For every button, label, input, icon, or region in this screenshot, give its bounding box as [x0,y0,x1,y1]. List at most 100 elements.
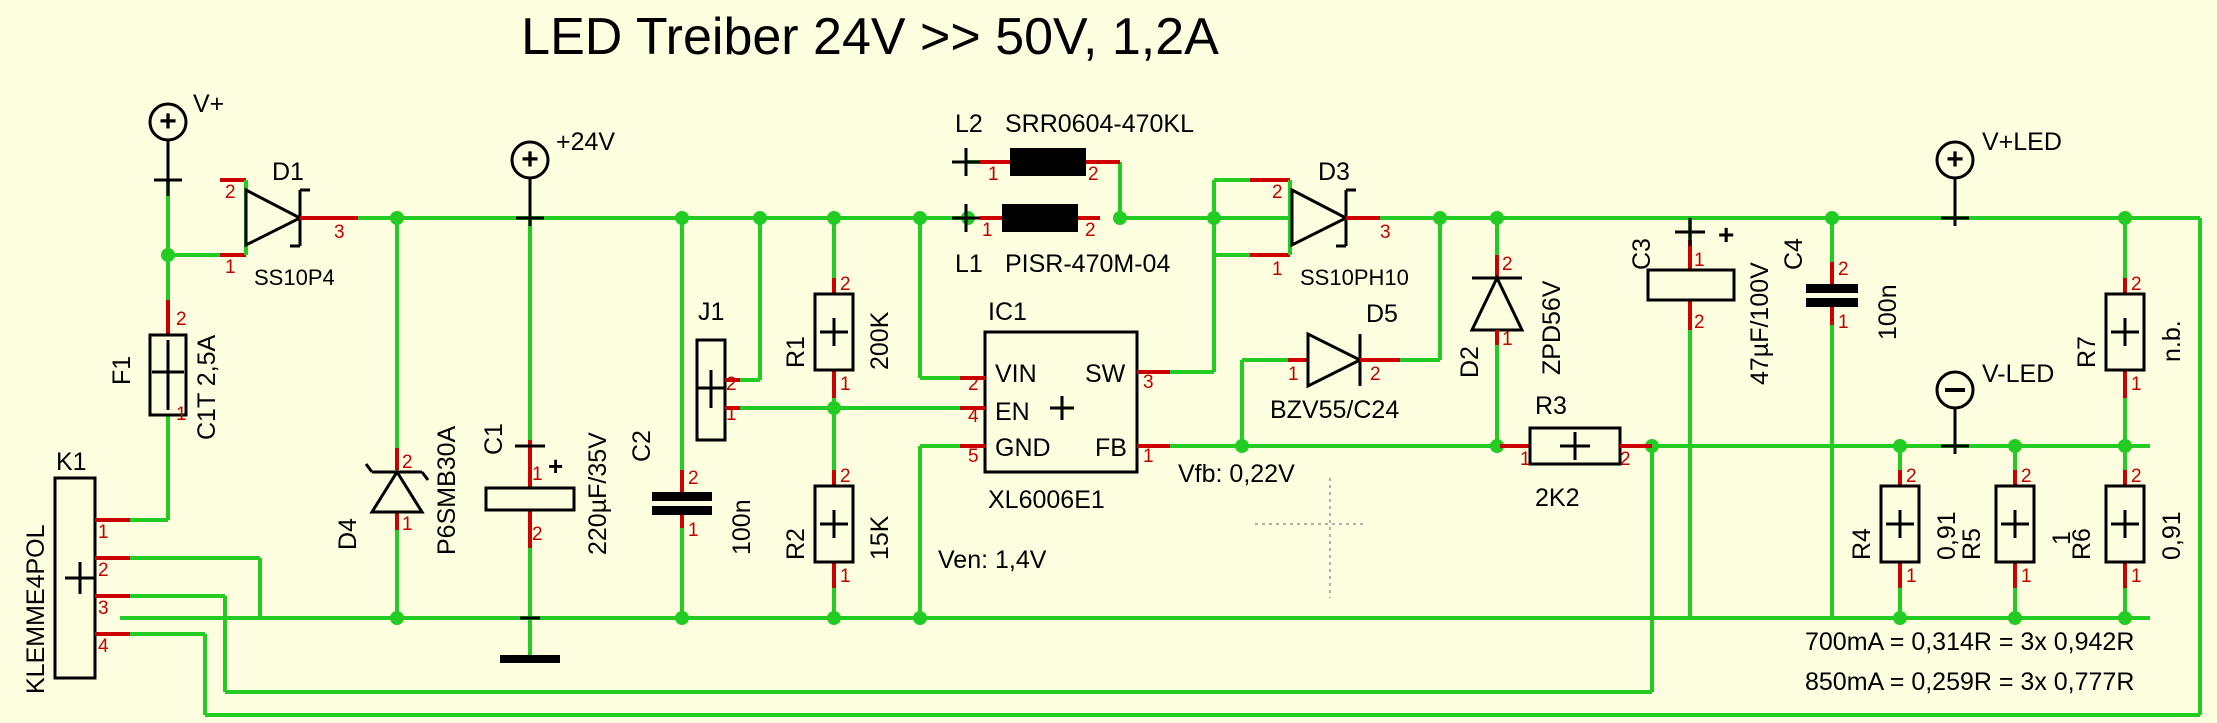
r3-ref: R3 [1535,392,1567,420]
svg-text:+: + [1946,143,1964,176]
svg-text:1: 1 [532,464,543,485]
r2-resistor: 2 1 R2 15K [782,466,894,588]
svg-text:2: 2 [726,374,737,395]
ic1-pin-vin: VIN [995,360,1037,388]
c1-capacitor: + 1 2 C1 220µF/35V [480,423,612,555]
d5-zener: 1 2 D5 BZV55/C24 [1270,300,1400,424]
svg-text:+: + [548,451,563,481]
svg-text:1: 1 [840,374,851,395]
svg-text:2: 2 [1620,449,1631,470]
r6-ref: R6 [2068,528,2096,560]
svg-text:+: + [521,143,539,176]
wires [120,160,2202,717]
f1-ref: F1 [108,356,136,385]
d2-zener: 2 1 D2 ZPD56V [1456,254,1566,378]
notes: Vfb: 0,22V Ven: 1,4V 700mA = 0,314R = 3x… [938,460,2134,696]
ic1-regulator: 2 4 5 3 1 VIN EN GND SW FB IC1 XL6006E1 [960,298,1170,514]
svg-text:2: 2 [1370,364,1381,385]
r5-value: 1 [2048,531,2076,545]
svg-text:2: 2 [1085,220,1096,241]
ic1-pin-gnd: GND [995,434,1051,462]
svg-text:1: 1 [1838,312,1849,333]
svg-text:2: 2 [1838,259,1849,280]
l1-inductor: 1 2 L1 PISR-470M-04 [952,204,1170,278]
r3-value: 2K2 [1535,484,1579,512]
svg-text:4: 4 [968,406,979,427]
svg-text:1: 1 [840,566,851,587]
l2-value: SRR0604-470KL [1005,110,1194,138]
r1-ref: R1 [782,336,810,368]
svg-text:2: 2 [1694,312,1705,333]
c1-ref: C1 [480,423,508,455]
svg-text:3: 3 [98,598,109,619]
j1-ref: J1 [698,298,724,326]
svg-text:1: 1 [982,220,993,241]
svg-text:2: 2 [532,524,543,545]
vled-plus-supply: + V+LED [1935,128,2062,226]
r7-ref: R7 [2073,336,2101,368]
r1-resistor: 2 1 R1 200K [782,274,894,398]
svg-text:4: 4 [98,636,109,657]
svg-text:1: 1 [1502,329,1513,350]
r7-value: n.b. [2158,320,2186,362]
c4-capacitor: 2 1 C4 100n [1780,238,1902,340]
f1-fuse: 2 1 F1 C1T 2,5A [108,300,221,440]
d4-tvs: 2 1 D4 P6SMB30A [334,425,461,555]
vled-minus-label: V-LED [1982,360,2054,388]
svg-text:2: 2 [2131,274,2142,295]
svg-text:2: 2 [840,274,851,295]
r1-value: 200K [866,311,894,370]
svg-text:3: 3 [1143,372,1154,393]
d2-ref: D2 [1456,346,1484,378]
svg-text:1: 1 [1288,364,1299,385]
svg-text:1: 1 [225,257,236,278]
schematic-title: LED Treiber 24V >> 50V, 1,2A [521,8,1219,66]
r4-value: 0,91 [1933,511,1961,560]
r2-value: 15K [866,515,894,560]
svg-text:2: 2 [1272,182,1283,203]
vled-plus-label: V+LED [1982,128,2062,156]
ic1-pin-fb: FB [1095,434,1127,462]
d5-ref: D5 [1366,300,1398,328]
svg-text:2: 2 [1088,164,1099,185]
svg-text:2: 2 [176,309,187,330]
r7-resistor: 2 1 R7 n.b. [2073,274,2186,398]
svg-text:2: 2 [968,374,979,395]
svg-text:1: 1 [1520,449,1531,470]
r4-ref: R4 [1848,528,1876,560]
d3-diode: 2 1 3 D3 SS10PH10 [1250,158,1409,290]
d3-value: SS10PH10 [1300,265,1409,290]
c4-ref: C4 [1780,238,1808,270]
svg-text:2: 2 [1502,254,1513,275]
svg-text:1: 1 [988,164,999,185]
svg-text:1: 1 [1143,446,1154,467]
c2-ref: C2 [628,430,656,462]
k1-ref: K1 [56,448,87,476]
c2-capacitor: 2 1 C2 100n [628,430,756,555]
svg-text:+: + [1718,219,1734,250]
vled-minus-supply: V-LED [1935,360,2054,454]
note-850ma: 850mA = 0,259R = 3x 0,777R [1805,668,2134,696]
d2-value: ZPD56V [1538,280,1566,375]
svg-text:3: 3 [334,222,345,243]
d1-ref: D1 [272,158,304,186]
ground-bar [500,655,560,663]
l2-inductor: 1 2 L2 SRR0604-470KL [952,110,1194,185]
l2-ref: L2 [955,110,983,138]
svg-text:1: 1 [1694,250,1705,271]
k1-value: KLEMME4POL [22,524,50,694]
svg-text:3: 3 [1380,222,1391,243]
svg-text:2: 2 [2131,466,2142,487]
d3-ref: D3 [1318,158,1350,186]
r5-resistor: 2 1 R5 1 [1958,466,2076,588]
f1-value: C1T 2,5A [193,335,221,440]
svg-text:1: 1 [726,404,737,425]
svg-text:2: 2 [840,466,851,487]
d1-value: SS10P4 [254,265,335,290]
svg-text:+: + [159,105,177,138]
vplus-supply: + V+ [148,90,224,196]
c3-ref: C3 [1628,238,1656,270]
note-vfb: Vfb: 0,22V [1178,460,1295,488]
svg-text:1: 1 [1272,259,1283,280]
svg-text:1: 1 [1906,566,1917,587]
